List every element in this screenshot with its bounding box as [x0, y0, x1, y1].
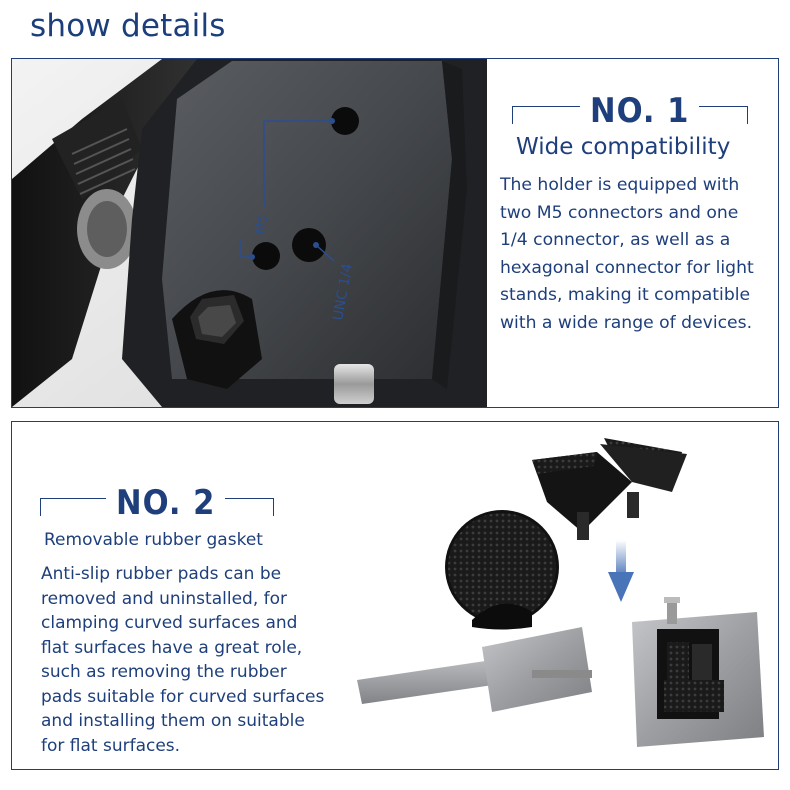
clamp-rubber-pad-photo	[357, 438, 764, 747]
feature-1-number: NO. 1	[580, 90, 700, 132]
m5-label: M5	[253, 214, 271, 236]
feature-2-description: Anti-slip rubber pads can be removed and…	[41, 564, 325, 756]
feature-1: NO. 1 Wide compatibility The holder is e…	[500, 90, 770, 337]
panel-rubber-gasket	[11, 421, 779, 770]
feature-2-number: NO. 2	[106, 482, 226, 524]
feature-2: NO. 2 Removable rubber gasket Anti-slip …	[36, 482, 346, 758]
feature-1-heading: Wide compatibility	[516, 134, 731, 160]
clamp-mount-plate-photo: M5 UNC 1/4	[12, 59, 487, 407]
page-title: show details	[30, 8, 226, 44]
feature-1-description: The holder is equipped with two M5 conne…	[500, 175, 754, 333]
feature-2-heading: Removable rubber gasket	[44, 530, 263, 550]
